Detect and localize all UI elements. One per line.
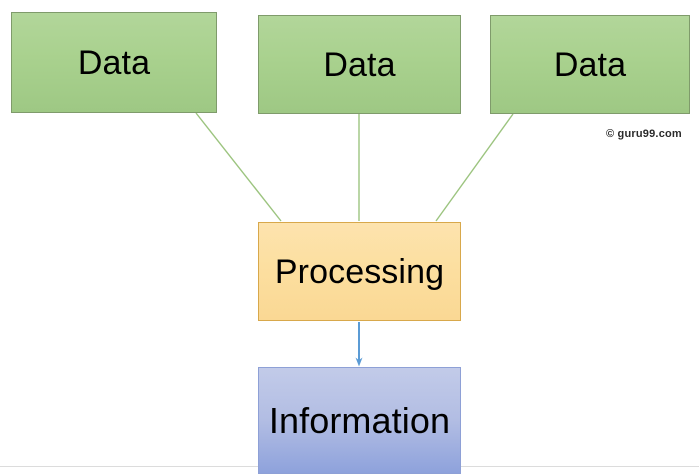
node-data-1-label: Data <box>77 43 151 82</box>
node-information-label: Information <box>268 399 451 441</box>
node-data-3-label: Data <box>553 45 627 84</box>
connector-data1-to-processing <box>195 112 282 222</box>
node-processing[interactable]: Processing <box>258 222 461 321</box>
node-information[interactable]: Information <box>258 367 461 474</box>
node-data-1[interactable]: Data <box>11 12 217 113</box>
node-data-2[interactable]: Data <box>258 15 461 114</box>
node-data-2-label: Data <box>323 45 396 84</box>
node-processing-label: Processing <box>274 252 445 291</box>
watermark-guru99: © guru99.com <box>606 128 682 140</box>
connector-data3-to-processing <box>435 113 514 222</box>
node-data-3[interactable]: Data <box>490 15 690 114</box>
